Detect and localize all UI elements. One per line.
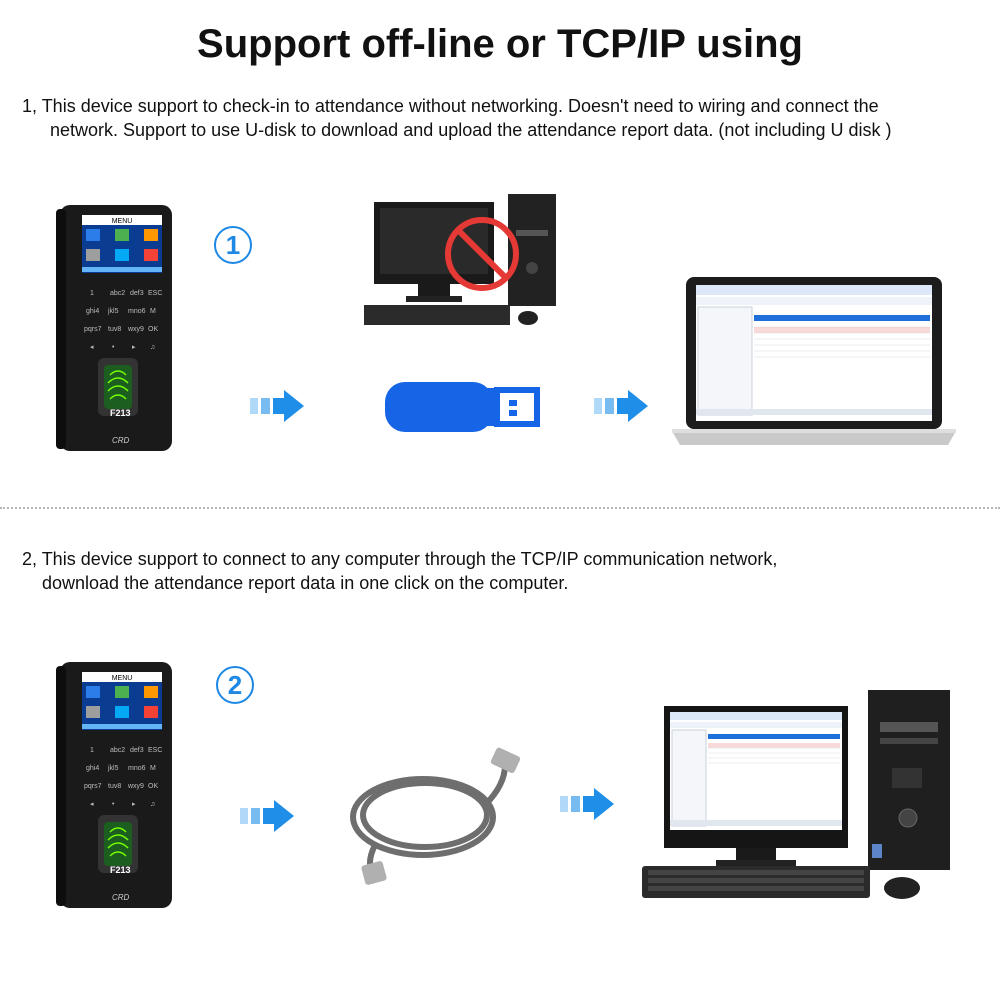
device-screen-title: MENU [112, 218, 133, 225]
svg-text:mno6: mno6 [128, 308, 146, 315]
section2-line2: download the attendance report data in o… [42, 573, 569, 593]
svg-text:▸: ▸ [132, 801, 136, 808]
section1-line2: network. Support to use U-disk to downlo… [50, 120, 892, 140]
svg-text:♫: ♫ [150, 801, 155, 808]
ethernet-cable-icon [350, 747, 521, 885]
section-divider [0, 507, 1000, 509]
svg-text:jkl5: jkl5 [107, 765, 119, 772]
svg-text:tuv8: tuv8 [108, 783, 121, 790]
svg-text:pqrs7: pqrs7 [84, 783, 102, 790]
svg-text:wxy9: wxy9 [127, 783, 144, 790]
device-screen-title: MENU [112, 675, 133, 682]
svg-text:♫: ♫ [150, 344, 155, 351]
brand-logo: CRD [112, 436, 130, 445]
right-arrow-icon [240, 800, 294, 832]
svg-text:ESC: ESC [148, 290, 162, 297]
svg-text:◂: ◂ [90, 344, 94, 351]
svg-text:jkl5: jkl5 [107, 308, 119, 315]
laptop-computer [672, 277, 956, 445]
svg-text:ESC: ESC [148, 747, 162, 754]
attendance-device: MENU 1 abc2 def3 ESC ghi4 jkl5 mno6 M pqrs7 tuv… [56, 205, 172, 451]
section2-line1: 2, This device support to connect to any… [22, 549, 778, 569]
svg-text:wxy9: wxy9 [127, 326, 144, 333]
svg-text:1: 1 [90, 290, 94, 297]
svg-text:def3: def3 [130, 747, 144, 754]
step-number-2: 2 [216, 666, 254, 704]
desktop-computer-networked [642, 690, 950, 899]
page-title: Support off-line or TCP/IP using [197, 22, 803, 66]
svg-text:•: • [112, 344, 115, 351]
section2-description: 2, This device support to connect to any… [22, 547, 982, 595]
section1-line1: 1, This device support to check-in to at… [22, 96, 879, 116]
svg-text:M: M [150, 765, 156, 772]
svg-text:mno6: mno6 [128, 765, 146, 772]
usb-drive-icon [385, 382, 540, 432]
svg-text:def3: def3 [130, 290, 144, 297]
right-arrow-icon [250, 390, 304, 422]
svg-text:ghi4: ghi4 [86, 765, 99, 772]
right-arrow-icon [594, 390, 648, 422]
svg-text:abc2: abc2 [110, 290, 125, 297]
svg-text:OK: OK [148, 326, 158, 333]
svg-text:pqrs7: pqrs7 [84, 326, 102, 333]
section1-description: 1, This device support to check-in to at… [22, 94, 992, 142]
svg-text:▸: ▸ [132, 344, 136, 351]
prohibited-icon [445, 217, 519, 291]
device-model-label: F213 [110, 865, 131, 875]
svg-text:ghi4: ghi4 [86, 308, 99, 315]
svg-text:•: • [112, 801, 115, 808]
svg-text:abc2: abc2 [110, 747, 125, 754]
svg-text:M: M [150, 308, 156, 315]
right-arrow-icon [560, 788, 614, 820]
step-number-1: 1 [214, 226, 252, 264]
attendance-device: MENU 1 abc2 def3 ESC ghi4 jkl5 mno6 M pqrs7 tuv… [56, 662, 172, 908]
brand-logo: CRD [112, 893, 130, 902]
desktop-computer-offline [364, 194, 556, 325]
svg-text:OK: OK [148, 783, 158, 790]
svg-text:◂: ◂ [90, 801, 94, 808]
svg-text:tuv8: tuv8 [108, 326, 121, 333]
svg-text:1: 1 [90, 747, 94, 754]
device-model-label: F213 [110, 408, 131, 418]
